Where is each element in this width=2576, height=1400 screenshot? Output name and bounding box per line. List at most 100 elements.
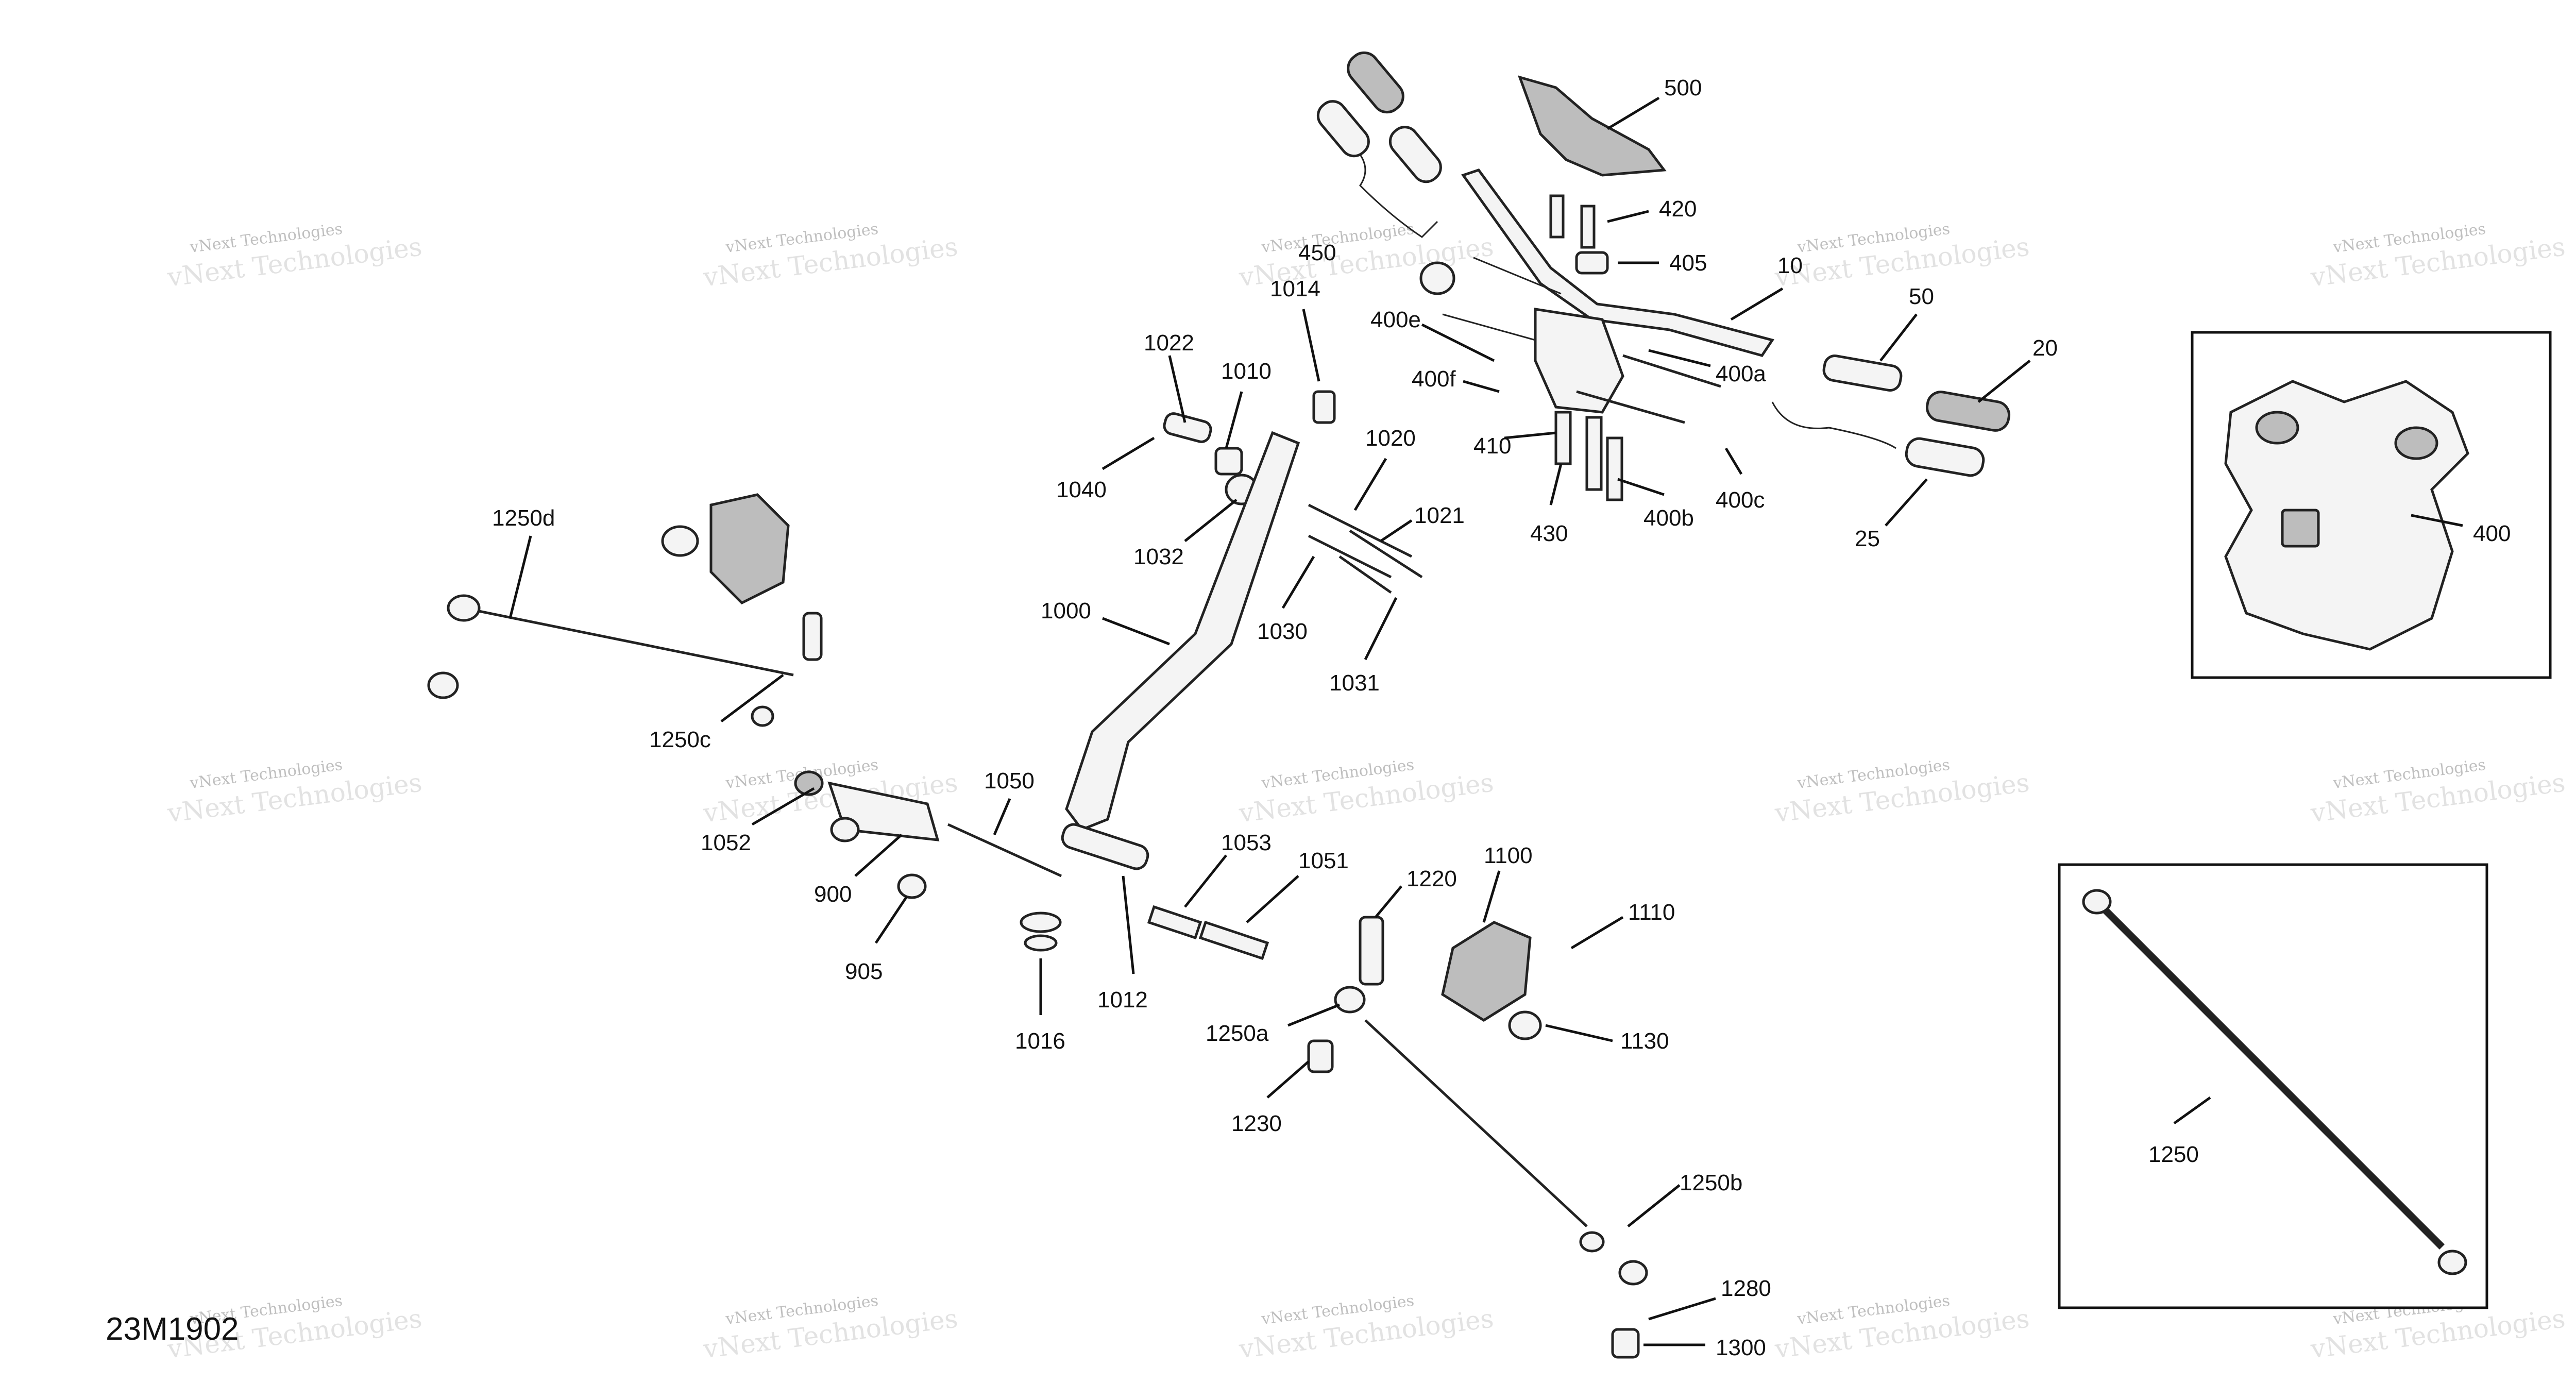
leader-1250b [1627, 1184, 1681, 1227]
leader-410 [1504, 431, 1556, 440]
bearing-1016b [1024, 934, 1058, 952]
callout-1010: 1010 [1221, 359, 1272, 384]
stud-430b [1606, 436, 1623, 501]
callout-1250: 1250 [2148, 1142, 2199, 1167]
leader-430 [1549, 463, 1563, 505]
bearing-1016 [1020, 912, 1062, 933]
throttle-cable-top [1359, 154, 1438, 238]
cover-1100 [1441, 921, 1532, 1022]
leader-20 [1977, 360, 2031, 403]
callout-1250b: 1250b [1680, 1170, 1742, 1195]
callout-1031: 1031 [1329, 670, 1380, 696]
bolt-400c [1622, 354, 1721, 388]
tie-rod-left [463, 606, 794, 677]
leader-1030 [1281, 555, 1315, 609]
detail-box-400: 400 [2191, 331, 2552, 679]
grip-sleeve-25 [1905, 437, 1985, 477]
rod-1050 [947, 823, 1062, 878]
leader-25 [1885, 478, 1928, 527]
nut-1230 [1307, 1039, 1334, 1073]
leader-1012 [1122, 875, 1135, 974]
leader-lines [509, 96, 2031, 1346]
leader-1230 [1266, 1060, 1310, 1099]
stud-430 [1585, 416, 1603, 491]
grip-20 [1925, 391, 2011, 432]
leader-1250d [509, 535, 532, 619]
callout-400c: 400c [1716, 487, 1765, 513]
parts-artwork [427, 51, 2011, 1359]
riser-400-slot [2281, 509, 2320, 548]
clamp-1130 [1508, 1010, 1542, 1040]
bolt-1020 [1308, 503, 1413, 558]
spacer-1022 [1163, 412, 1212, 443]
leader-1031 [1364, 597, 1398, 661]
callout-1032: 1032 [1133, 544, 1184, 569]
callout-1130: 1130 [1620, 1028, 1669, 1054]
leader-1032 [1184, 499, 1238, 542]
leader-1110 [1570, 916, 1624, 950]
clamp-left [661, 525, 699, 557]
callout-420: 420 [1659, 196, 1697, 222]
tie-link-1053 [1147, 905, 1202, 940]
callout-1051: 1051 [1298, 848, 1349, 873]
callout-430: 430 [1530, 521, 1568, 546]
rod-end-1280 [1618, 1260, 1648, 1286]
callout-1030: 1030 [1257, 619, 1308, 644]
tie-rod-end-bottom [2437, 1250, 2467, 1275]
callout-1250a: 1250a [1206, 1021, 1269, 1046]
callout-400e: 400e [1370, 307, 1421, 332]
callout-1110: 1110 [1628, 900, 1675, 925]
washer-450 [1419, 261, 1455, 295]
tie-rod-1250-detail [2099, 904, 2445, 1250]
riser-400-bore-top [2255, 411, 2299, 445]
leader-1014 [1302, 309, 1320, 382]
clamp-405 [1575, 251, 1609, 275]
detail-box-1250: 1250 [2058, 863, 2488, 1309]
callout-1020: 1020 [1365, 426, 1416, 451]
diagram-code: 23M1902 [106, 1311, 239, 1347]
callout-1250c: 1250c [649, 727, 711, 752]
leader-1100 [1482, 870, 1501, 923]
leader-50 [1879, 313, 1918, 362]
cable-25 [1771, 401, 1896, 449]
leader-1220 [1375, 885, 1402, 918]
nut-1052 [794, 770, 824, 796]
callout-400b: 400b [1643, 505, 1694, 531]
callout-1100: 1100 [1484, 843, 1533, 868]
callout-20: 20 [2032, 335, 2058, 361]
callout-405: 405 [1669, 250, 1707, 276]
grip-sleeve-top [1316, 100, 1370, 158]
callout-905: 905 [845, 959, 883, 984]
nut-1250b [1579, 1231, 1605, 1253]
leader-400b [1617, 478, 1665, 496]
leader-1280 [1648, 1297, 1716, 1321]
callout-1053: 1053 [1221, 830, 1272, 855]
leader-900 [854, 834, 903, 877]
stud-410 [1554, 411, 1572, 465]
leader-400e [1421, 323, 1495, 362]
leader-1051 [1246, 875, 1299, 923]
sleeve-50 [1822, 355, 1903, 392]
leader-1130 [1545, 1024, 1613, 1042]
bolt-left-end [802, 612, 823, 661]
callout-1230: 1230 [1231, 1111, 1282, 1136]
leader-1052 [751, 787, 815, 826]
tie-rod-end-top [2082, 889, 2112, 915]
leader-400f [1463, 380, 1500, 393]
callout-10: 10 [1777, 253, 1803, 278]
callout-400f: 400f [1412, 366, 1456, 392]
bolt-1021 [1349, 529, 1423, 579]
grip-top [1347, 51, 1404, 114]
callout-1052: 1052 [701, 830, 751, 855]
bolt-1030 [1308, 534, 1392, 579]
nut-905 [897, 873, 927, 899]
leader-400c [1724, 447, 1743, 475]
callout-1280: 1280 [1721, 1276, 1771, 1301]
callout-1300: 1300 [1716, 1335, 1766, 1360]
